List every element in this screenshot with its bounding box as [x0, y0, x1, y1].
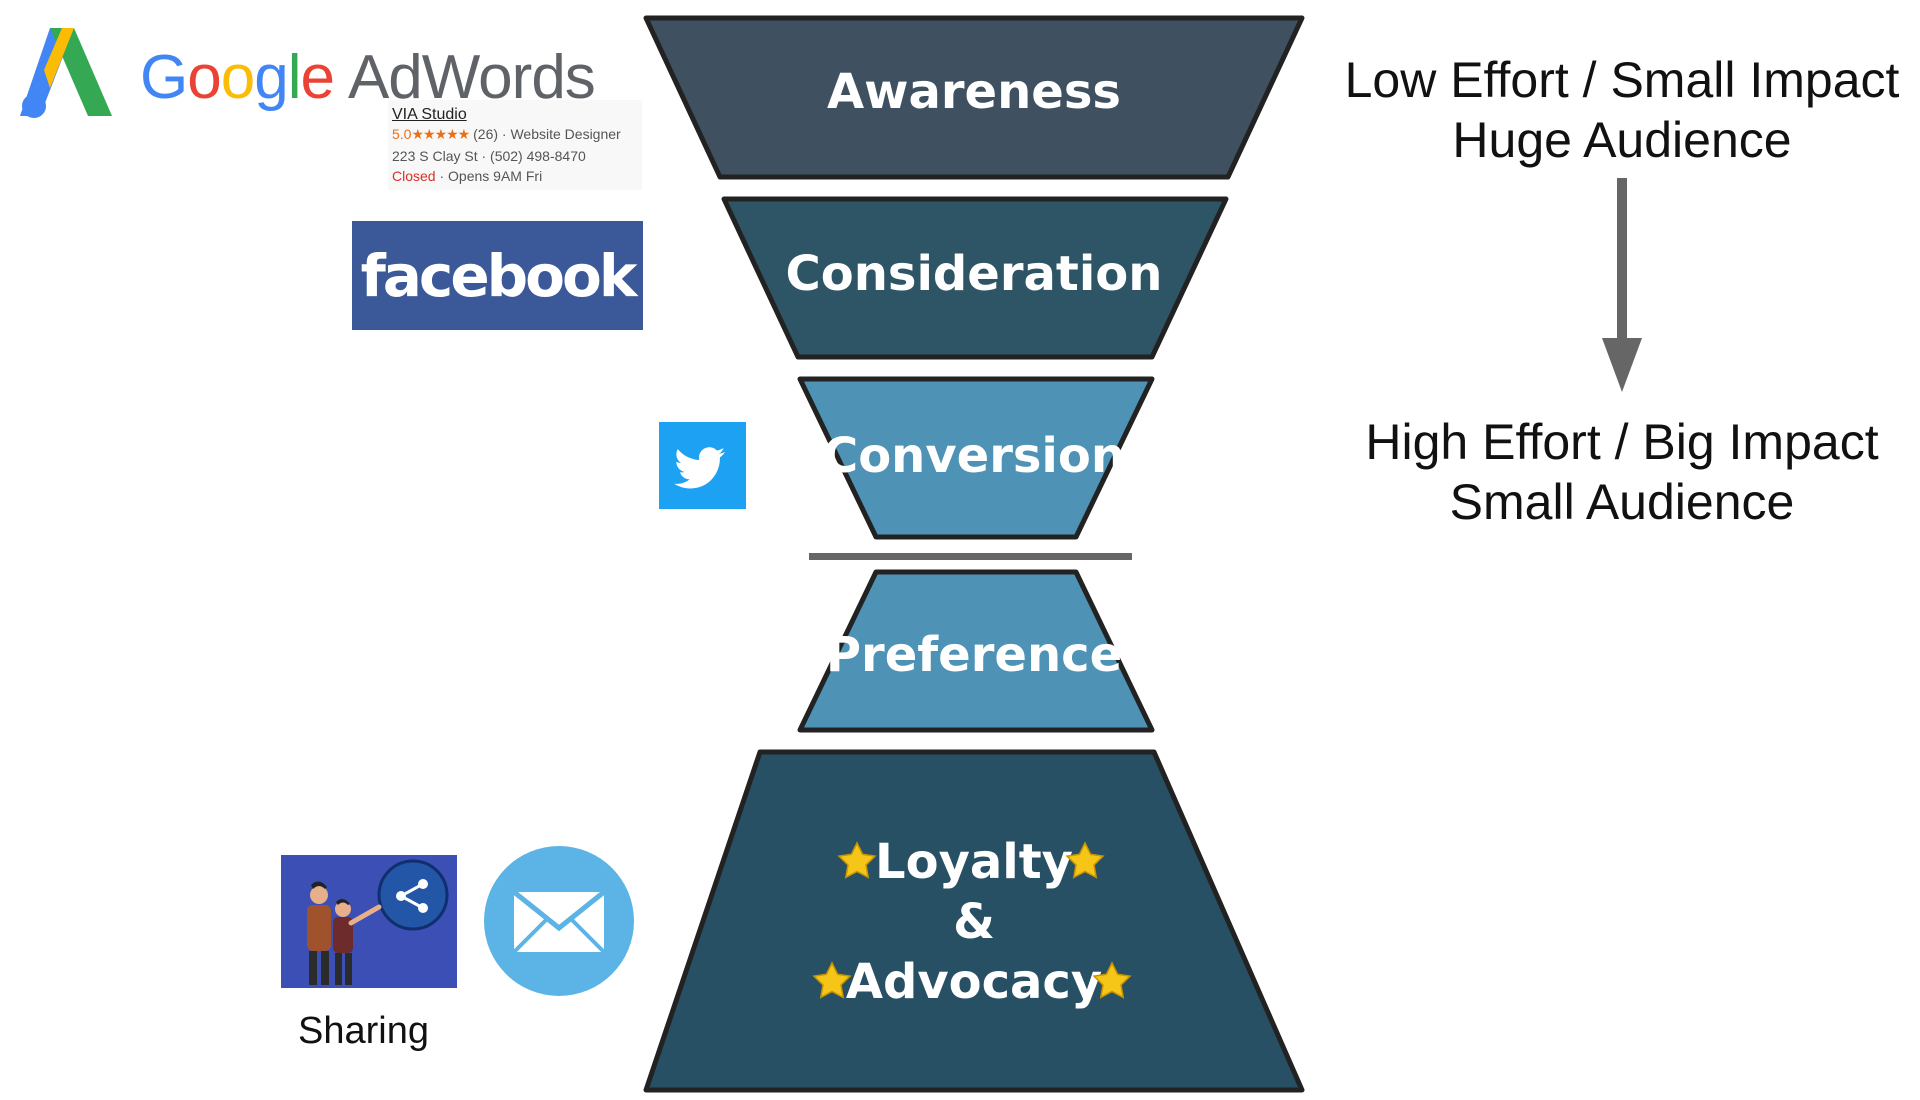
- star-icon: [1065, 841, 1105, 879]
- funnel-stage-loyalty-advocacy: [643, 749, 1305, 1093]
- low-effort-line2: Huge Audience: [1452, 112, 1792, 168]
- facebook-wordmark: facebook: [360, 241, 638, 310]
- high-effort-line1: High Effort / Big Impact: [1365, 414, 1879, 470]
- business-listing: VIA Studio 5.0★★★★★ (26) · Website Desig…: [388, 100, 642, 190]
- listing-rating: 5.0★★★★★ (26) · Website Designer: [392, 126, 621, 142]
- listing-name: VIA Studio: [392, 106, 467, 123]
- envelope-icon: [512, 890, 606, 954]
- rating-stars-icon: ★★★★★: [411, 126, 470, 142]
- listing-address: 223 S Clay St · (502) 498-8470: [392, 148, 586, 164]
- people-sharing-icon: [307, 859, 449, 985]
- high-effort-line2: Small Audience: [1449, 474, 1795, 530]
- twitter-bird-icon: [674, 447, 726, 489]
- funnel-stage-conversion: [797, 376, 1155, 540]
- star-icon: [1092, 961, 1132, 999]
- funnel-stage-consideration: [721, 196, 1229, 360]
- funnel-divider: [809, 553, 1132, 560]
- funnel-stage-consideration-label: Consideration: [786, 246, 1163, 302]
- adwords-icon: [20, 28, 112, 118]
- star-icon: [837, 841, 877, 879]
- sharing-illustration: [281, 855, 457, 988]
- sharing-label: Sharing: [298, 1010, 429, 1052]
- funnel-stage-awareness-label: Awareness: [827, 64, 1121, 120]
- funnel-stage-conversion-label: Conversion: [823, 428, 1125, 484]
- down-arrow-icon: [1602, 338, 1642, 392]
- listing-hours: Closed · Opens 9AM Fri: [392, 168, 543, 184]
- email-logo: [484, 846, 634, 996]
- star-icon: [812, 961, 852, 999]
- high-effort-note: High Effort / Big Impact Small Audience: [1322, 412, 1920, 532]
- low-effort-note: Low Effort / Small Impact Huge Audience: [1322, 50, 1920, 170]
- funnel-stage-preference-label: Preference: [826, 627, 1122, 683]
- twitter-logo: [659, 422, 746, 509]
- low-effort-line1: Low Effort / Small Impact: [1344, 52, 1900, 108]
- effort-arrow-shaft: [1617, 178, 1627, 342]
- funnel-stage-ampersand-label: &: [953, 894, 995, 950]
- funnel-stage-preference: [797, 569, 1155, 733]
- funnel-stage-advocacy-label: Advocacy: [846, 954, 1102, 1010]
- funnel-stage-loyalty-label: Loyalty: [875, 834, 1073, 890]
- funnel-stage-awareness: [643, 15, 1305, 180]
- facebook-logo: facebook: [352, 221, 643, 330]
